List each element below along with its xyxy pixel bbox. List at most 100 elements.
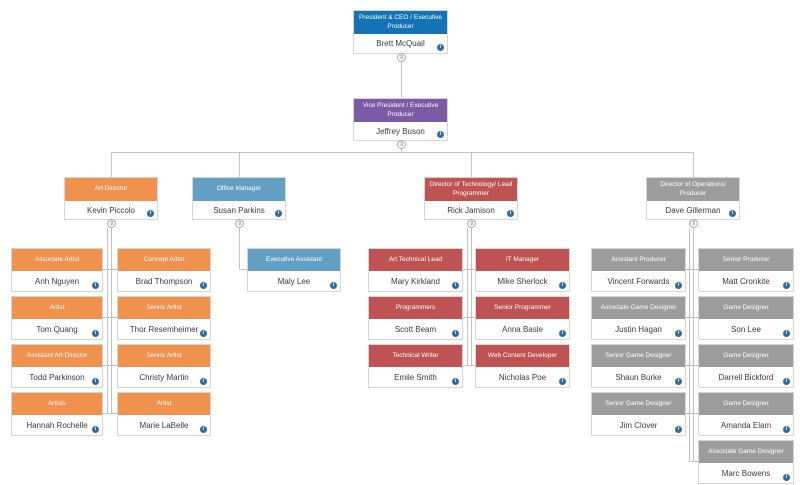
- info-icon[interactable]: i: [675, 426, 682, 433]
- node-person-name: Marie LaBelle: [139, 420, 189, 430]
- node-person-name: Scott Beam: [394, 324, 437, 334]
- node-role-title: Game Designer: [699, 393, 793, 415]
- org-node-senior-game-designer-jim[interactable]: Senior Game Designer Jim Clover i: [591, 392, 686, 436]
- info-icon[interactable]: i: [452, 282, 459, 289]
- connector-line: [463, 269, 475, 270]
- org-node-art-director[interactable]: Art Director Kevin Piccolo i: [64, 177, 158, 220]
- info-icon[interactable]: i: [275, 210, 282, 217]
- info-icon[interactable]: i: [783, 426, 790, 433]
- node-role-title: Senior Programmer: [476, 297, 569, 319]
- info-icon[interactable]: i: [200, 330, 207, 337]
- info-icon[interactable]: i: [200, 282, 207, 289]
- org-node-senior-game-designer-shaun[interactable]: Senior Game Designer Shaun Burke i: [591, 344, 686, 388]
- org-node-it-manager[interactable]: IT Manager Mike Sherlock i: [475, 248, 570, 292]
- info-icon[interactable]: i: [729, 210, 736, 217]
- org-node-assistant-art-director[interactable]: Assistant Art Director Todd Parkinson i: [11, 344, 103, 388]
- connector-line: [689, 228, 690, 461]
- connector-line: [239, 228, 240, 269]
- org-node-senior-programmer[interactable]: Senior Programmer Anna Basle i: [475, 296, 570, 340]
- expand-collapse-toggle-icon[interactable]: ⇕: [235, 219, 244, 228]
- info-icon[interactable]: i: [783, 378, 790, 385]
- info-icon[interactable]: i: [675, 378, 682, 385]
- info-icon[interactable]: i: [675, 282, 682, 289]
- org-node-game-designer-son[interactable]: Game Designer Son Lee i: [698, 296, 794, 340]
- connector-line: [693, 152, 694, 177]
- connector-line: [103, 365, 118, 366]
- node-person-name: Thor Resemheimer: [129, 324, 199, 334]
- node-person-name: Anna Basle: [502, 324, 543, 334]
- connector-line: [686, 413, 698, 414]
- expand-collapse-toggle-icon[interactable]: ⇕: [397, 53, 406, 62]
- expand-collapse-toggle-icon[interactable]: ⇕: [397, 140, 406, 149]
- info-icon[interactable]: i: [559, 282, 566, 289]
- connector-line: [103, 317, 118, 318]
- org-node-technical-writer[interactable]: Technical Writer Emile Smith i: [368, 344, 463, 388]
- org-node-senior-artist-thor[interactable]: Senior Artist Thor Resemheimer i: [117, 296, 211, 340]
- node-person-name: Emile Smith: [394, 372, 437, 382]
- node-person-name: Maly Lee: [277, 276, 311, 286]
- expand-collapse-toggle-icon[interactable]: ⇕: [467, 219, 476, 228]
- info-icon[interactable]: i: [437, 131, 444, 138]
- connector-line: [111, 152, 112, 177]
- node-role-title: Artists: [12, 393, 102, 415]
- org-node-art-technical-lead[interactable]: Art Technical Lead Mary Kirkland i: [368, 248, 463, 292]
- connector-line: [471, 228, 472, 365]
- org-node-senior-producer[interactable]: Senior Producer Matt Cronkite i: [698, 248, 794, 292]
- node-role-title: Associate Game Designer: [699, 441, 793, 463]
- node-role-title: Senior Artist: [118, 297, 210, 319]
- node-person-name: Rick Jamison: [447, 205, 495, 215]
- org-node-artist-marie[interactable]: Artist Marie LaBelle i: [117, 392, 211, 436]
- info-icon[interactable]: i: [783, 330, 790, 337]
- org-node-president-ceo[interactable]: President & CEO / Executive Producer Bre…: [353, 10, 448, 54]
- info-icon[interactable]: i: [92, 282, 99, 289]
- org-node-programmers[interactable]: Programmers Scott Beam i: [368, 296, 463, 340]
- node-role-title: Programmers: [369, 297, 462, 319]
- info-icon[interactable]: i: [507, 210, 514, 217]
- connector-line: [107, 228, 108, 413]
- node-role-title: Assistant Producer: [592, 249, 685, 271]
- org-node-office-manager[interactable]: Office Manager Susan Parkins i: [192, 177, 286, 220]
- info-icon[interactable]: i: [452, 330, 459, 337]
- info-icon[interactable]: i: [559, 330, 566, 337]
- info-icon[interactable]: i: [330, 282, 337, 289]
- info-icon[interactable]: i: [200, 426, 207, 433]
- org-node-executive-assistant[interactable]: Executive Assistant Maly Lee i: [247, 248, 341, 292]
- node-role-title: Executive Assistant: [248, 249, 340, 271]
- info-icon[interactable]: i: [92, 426, 99, 433]
- node-person-name: Marc Bowens: [721, 468, 771, 478]
- connector-line: [103, 269, 118, 270]
- org-node-vice-president[interactable]: Vice President / Executive Producer Jeff…: [353, 98, 448, 141]
- info-icon[interactable]: i: [147, 210, 154, 217]
- info-icon[interactable]: i: [675, 330, 682, 337]
- org-node-concept-artist[interactable]: Concept Artist Brad Thompson i: [117, 248, 211, 292]
- expand-collapse-toggle-icon[interactable]: ⇕: [107, 219, 116, 228]
- info-icon[interactable]: i: [92, 330, 99, 337]
- info-icon[interactable]: i: [200, 378, 207, 385]
- info-icon[interactable]: i: [559, 378, 566, 385]
- org-node-director-operations[interactable]: Director of Operations/ Producer Dave Gi…: [646, 177, 740, 220]
- org-node-game-designer-amanda[interactable]: Game Designer Amanda Elam i: [698, 392, 794, 436]
- info-icon[interactable]: i: [452, 378, 459, 385]
- info-icon[interactable]: i: [783, 282, 790, 289]
- info-icon[interactable]: i: [783, 474, 790, 481]
- connector-line: [239, 152, 240, 177]
- info-icon[interactable]: i: [437, 44, 444, 51]
- org-node-artist-tom[interactable]: Artist Tom Quang i: [11, 296, 103, 340]
- node-person-name: Susan Parkins: [213, 205, 265, 215]
- node-role-title: President & CEO / Executive Producer: [354, 11, 447, 34]
- expand-collapse-toggle-icon[interactable]: ⇕: [689, 219, 698, 228]
- info-icon[interactable]: i: [92, 378, 99, 385]
- node-person-name: Darrell Bickford: [718, 372, 774, 382]
- org-node-assistant-producer[interactable]: Assistant Producer Vincent Forwards i: [591, 248, 686, 292]
- node-person-name: Matt Cronkite: [722, 276, 770, 286]
- org-node-game-designer-darrell[interactable]: Game Designer Darrell Bickford i: [698, 344, 794, 388]
- org-node-director-technology[interactable]: Director of Technology/ Lead Programmer …: [424, 177, 518, 220]
- org-node-associate-game-designer-justin[interactable]: Associate Game Designer Justin Hagan i: [591, 296, 686, 340]
- org-node-artists-hannah[interactable]: Artists Hannah Rochelle i: [11, 392, 103, 436]
- org-node-senior-artist-christy[interactable]: Senior Artist Christy Martin i: [117, 344, 211, 388]
- org-node-web-content-developer[interactable]: Web Content Developer Nicholas Poe i: [475, 344, 570, 388]
- node-person-name: Amanda Elam: [720, 420, 772, 430]
- org-node-associate-game-designer-marc[interactable]: Associate Game Designer Marc Bowens i: [698, 440, 794, 484]
- org-node-associate-artist[interactable]: Associate Artist Anh Nguyen i: [11, 248, 103, 292]
